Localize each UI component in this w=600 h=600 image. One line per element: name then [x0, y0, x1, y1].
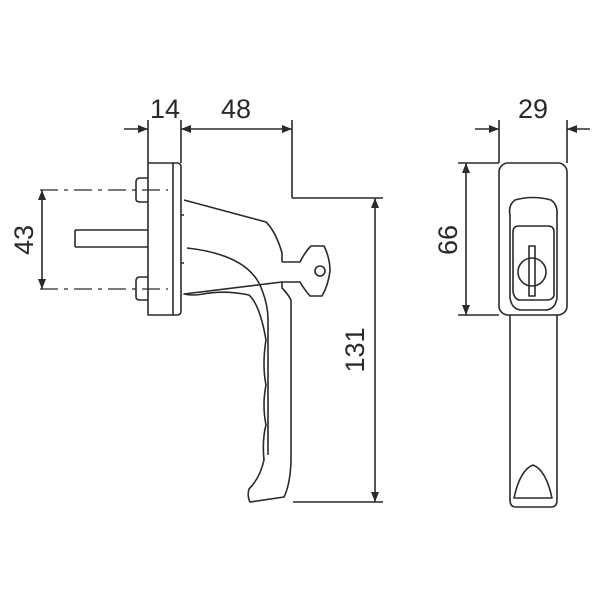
rose-plate [147, 162, 182, 316]
label-29: 29 [518, 94, 548, 124]
handle-front [509, 315, 558, 508]
lock-slot [528, 245, 536, 297]
key-icon [282, 245, 331, 297]
side-view [40, 162, 331, 503]
handle-side [183, 199, 292, 503]
screw-heads [135, 177, 148, 301]
lock-housing [512, 225, 555, 301]
spindle [74, 229, 148, 248]
rose-front [498, 162, 568, 316]
thumb-grip [513, 464, 553, 499]
dimension-lines: 14 48 29 43 66 131 [9, 94, 590, 503]
handle-cover [508, 196, 558, 311]
lock-cylinder [517, 257, 547, 287]
handle-inner-line [186, 247, 269, 455]
rose-neck [181, 214, 184, 264]
front-view [498, 162, 568, 508]
label-131: 131 [340, 327, 370, 372]
label-48: 48 [221, 94, 251, 124]
key-hole [314, 265, 326, 277]
label-14: 14 [150, 94, 180, 124]
label-66: 66 [433, 225, 463, 255]
label-43: 43 [9, 225, 39, 255]
